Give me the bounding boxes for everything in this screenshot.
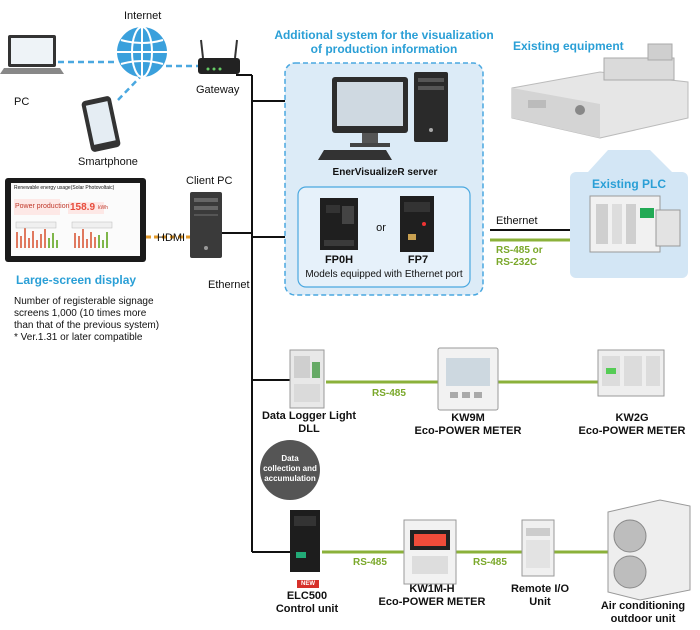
display-desc-1: Number of registerable signage [14,296,154,307]
internet-label: Internet [124,10,162,22]
plc-rs-label-1: RS-485 or [496,245,543,256]
badge-line-1: Data [281,454,299,463]
gateway-label: Gateway [196,84,240,96]
fp0h-controller-icon [320,198,358,250]
elc500-label-2: Control unit [275,603,339,615]
plc-rs-label-2: RS-232C [496,257,538,268]
visualization-title-1: Additional system for the visualization [274,28,494,42]
ac-outdoor-unit-icon [607,499,691,601]
existing-plc-title: Existing PLC [591,177,666,191]
badge-line-2: collection and [263,464,317,473]
internet-globe-icon [117,26,167,78]
new-badge: NEW [301,581,315,587]
remote-io-unit-icon [521,519,555,577]
or-label: or [376,222,386,234]
client-pc-label: Client PC [186,175,233,187]
phone-internet-link [117,74,143,101]
row2-rs485-label-a: RS-485 [353,557,387,568]
dll-label-1: Data Logger Light [261,410,357,422]
kw2g-label-2: Eco-POWER METER [578,425,686,437]
large-screen-display-icon [5,178,146,262]
screen-power-unit: kWh [98,205,108,211]
equipment-funnel [588,150,672,172]
remote-io-label-1: Remote I/O [510,583,570,595]
row1-rs485-label: RS-485 [372,388,406,399]
models-note: Models equipped with Ethernet port [305,269,463,280]
client-pc-tower-icon [190,192,222,258]
badge-line-3: accumulation [264,474,316,483]
display-desc-4: * Ver.1.31 or later compatible [14,332,143,343]
screen-power-label: Power production [15,203,70,210]
kw1m-h-label-2: Eco-POWER METER [378,596,486,608]
data-collection-badge [260,440,320,500]
existing-plc-device-icon [589,195,681,253]
fp7-label: FP7 [407,254,429,266]
screen-power-value: 158.9 [70,202,96,213]
kw9m-meter-icon [437,347,499,411]
server-label: EnerVisualizeR server [332,167,438,178]
ethernet-label: Ethernet [208,279,250,291]
kw1m-h-meter-icon [403,519,457,585]
visualization-title-2: of production information [310,42,458,56]
kw2g-meter-icon [597,349,665,397]
server-workstation-icon [318,72,448,160]
new-badge-bg [297,580,319,588]
kw2g-label-1: KW2G [615,412,649,424]
pc-laptop-icon [0,35,64,74]
fp7-controller-icon [400,196,434,252]
existing-equipment-title: Existing equipment [513,39,624,53]
plc-ethernet-label: Ethernet [496,215,538,227]
elc500-label-1: ELC500 [286,590,328,602]
screen-title: Renewable energy usage(Solar Photovoltai… [14,185,115,191]
data-logger-light-icon [289,349,325,409]
kw9m-label-1: KW9M [451,412,485,424]
pc-label: PC [14,96,30,108]
smartphone-label: Smartphone [78,156,138,168]
smartphone-icon [81,96,121,152]
gateway-router-icon [198,39,240,74]
kw9m-label-2: Eco-POWER METER [414,425,522,437]
display-desc-3: than that of the previous system) [14,320,160,331]
elc500-control-unit-icon [290,510,320,572]
remote-io-label-2: Unit [529,596,551,608]
row2-rs485-label-b: RS-485 [473,557,507,568]
display-desc-2: screens 1,000 (10 times more [14,308,147,319]
ac-label-2: outdoor unit [610,613,676,625]
fp0h-label: FP0H [324,254,354,266]
dll-label-2: DLL [298,423,320,435]
existing-equipment-machine-icon [511,43,689,139]
display-title: Large-screen display [16,273,137,287]
ac-label-1: Air conditioning [600,600,686,612]
kw1m-h-label-1: KW1M-H [409,583,455,595]
hdmi-label: HDMI [157,232,186,244]
